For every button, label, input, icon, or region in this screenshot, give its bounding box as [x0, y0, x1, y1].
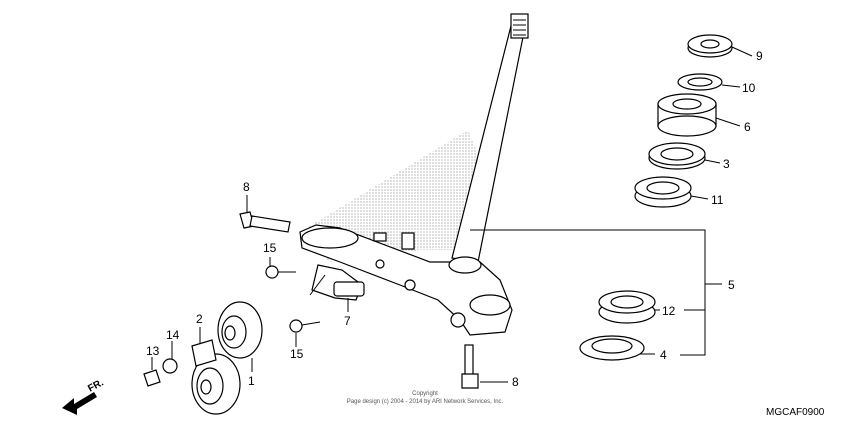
- callout-8-lower: 8: [512, 375, 519, 389]
- callout-14: 14: [166, 328, 180, 342]
- callout-10: 10: [742, 81, 756, 95]
- lock-nut-9: [687, 34, 733, 58]
- callout-4: 4: [660, 348, 667, 362]
- copyright-title: Copyright: [412, 391, 438, 397]
- callout-2: 2: [196, 312, 203, 326]
- callout-7: 7: [344, 314, 351, 328]
- dust-seal-4: [579, 335, 645, 361]
- callout-9: 9: [756, 49, 763, 63]
- diagram-code: MGCAF0900: [766, 407, 825, 418]
- bearing-11: [634, 176, 692, 208]
- callout-12: 12: [662, 304, 676, 318]
- bolt-15-upper: [265, 265, 296, 279]
- callout-6: 6: [744, 120, 751, 134]
- callout-5: 5: [728, 278, 735, 292]
- callout-15-lower: 15: [290, 347, 304, 361]
- dust-seal-3: [648, 142, 706, 170]
- horn-bracket: [309, 264, 365, 301]
- lock-washer-10: [677, 73, 723, 91]
- lower-triple-clamp: [299, 224, 513, 336]
- horn-upper: [217, 301, 263, 359]
- callout-1: 1: [248, 374, 255, 388]
- callout-15-upper: 15: [263, 241, 277, 255]
- bearing-12: [598, 290, 656, 324]
- horn-lower: [191, 353, 241, 415]
- callout-8-upper: 8: [243, 180, 250, 194]
- callout-11: 11: [711, 193, 724, 207]
- callout-3: 3: [723, 157, 730, 171]
- bolt-8-upper: [239, 211, 291, 233]
- front-direction-indicator: FR.: [62, 377, 106, 415]
- bolt-15-lower: [289, 319, 321, 333]
- bolt-8-lower: [461, 344, 479, 389]
- horn-stay: [191, 339, 217, 367]
- shading-area: [300, 130, 482, 262]
- leader-lines: [151, 46, 753, 383]
- nut-13: [143, 369, 161, 387]
- adjusting-nut-6: [657, 93, 717, 137]
- copyright-text: Page design (c) 2004 - 2014 by ARI Netwo…: [347, 399, 504, 405]
- steering-stem-shaft: [451, 13, 529, 263]
- washer-14: [162, 358, 178, 374]
- callout-13: 13: [146, 344, 160, 358]
- front-label: FR.: [86, 377, 106, 394]
